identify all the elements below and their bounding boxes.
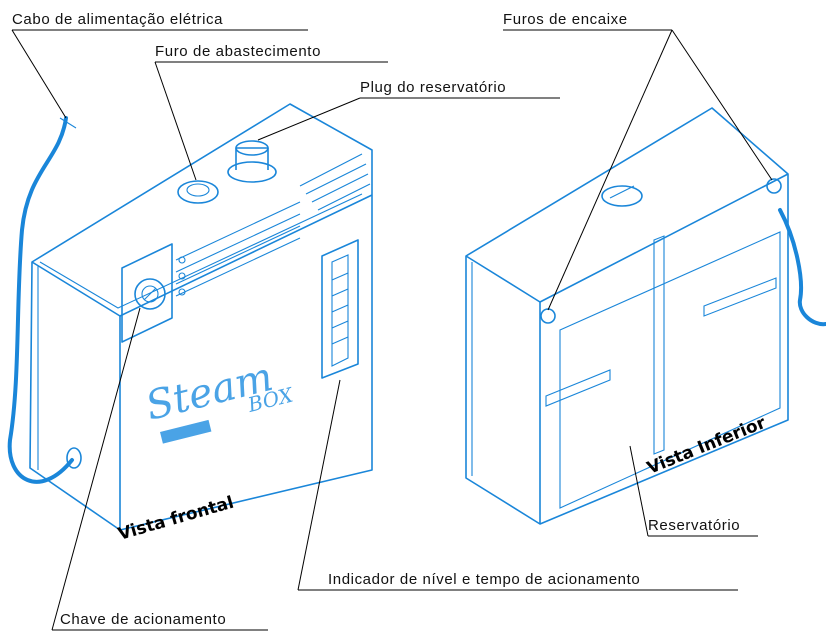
view-label-bottom: Vista Inferior (644, 413, 769, 479)
callout-switch: Chave de acionamento (51, 307, 268, 631)
bottom-view-device (465, 107, 826, 525)
bottom-cable (778, 208, 826, 327)
callout-reservoir-plug: Plug do reservatório (257, 79, 560, 141)
reservoir-plug (227, 140, 277, 183)
fill-hole (177, 180, 219, 204)
front-body-outline (29, 103, 373, 531)
callout-power-cable: Cabo de alimentação elétrica (11, 11, 308, 119)
view-label-front: Vista frontal (116, 493, 236, 545)
callout-fitting-holes-label: Furos de encaixe (503, 11, 628, 28)
callout-level-indicator: Indicador de nível e tempo de acionament… (297, 379, 738, 591)
level-indicator (321, 239, 359, 379)
actuation-switch (134, 278, 166, 310)
indicator-dots (178, 256, 186, 296)
callout-switch-label: Chave de acionamento (60, 611, 226, 628)
front-view-device: Steam BOX (7, 103, 373, 531)
power-cable (7, 116, 74, 484)
callout-fitting-holes: Furos de encaixe (503, 11, 773, 311)
bottom-plug (601, 185, 643, 207)
callout-fill-hole: Furo de abastecimento (154, 43, 388, 181)
bottom-body-outline (465, 107, 789, 525)
fitting-hole-right (766, 178, 782, 194)
reservoir-panel (545, 231, 781, 509)
callout-reservoir-label: Reservatório (648, 517, 740, 534)
brand-logo (160, 419, 212, 444)
fitting-hole-left (540, 308, 556, 324)
cable-socket (66, 447, 82, 469)
callout-reservoir-plug-label: Plug do reservatório (360, 79, 506, 96)
callout-power-cable-label: Cabo de alimentação elétrica (12, 11, 223, 28)
callout-reservoir: Reservatório (629, 445, 758, 537)
callout-level-indicator-label: Indicador de nível e tempo de acionament… (328, 571, 640, 588)
callout-fill-hole-label: Furo de abastecimento (155, 43, 321, 60)
